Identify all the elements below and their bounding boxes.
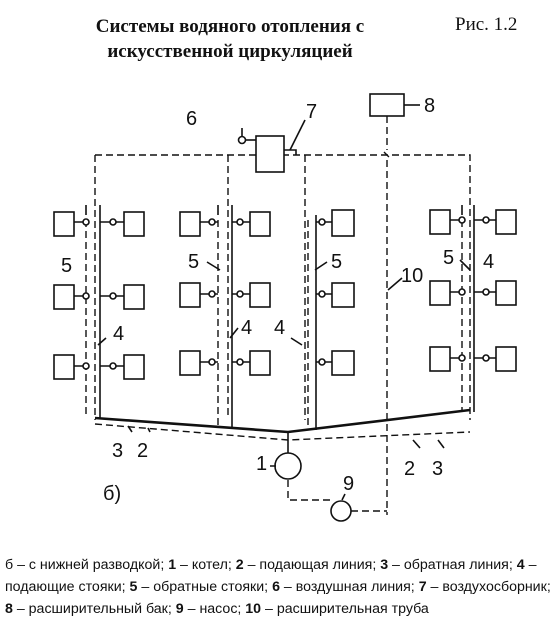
caption-segment: – расширительная труба	[261, 601, 429, 617]
expansion-pipe	[383, 116, 391, 515]
label-boiler: 1	[256, 453, 267, 475]
label-return-riser-3: 5	[331, 251, 342, 273]
label-air-line: 6	[186, 108, 197, 130]
boiler-return-pipe	[287, 480, 330, 501]
label-return-riser-4: 5	[443, 247, 454, 269]
caption-segment: – воздухосборник;	[426, 579, 551, 595]
label-supply-line-right: 2	[404, 458, 415, 480]
caption-segment: – расширительный бак;	[12, 601, 176, 617]
caption-segment: 1	[168, 557, 177, 573]
caption-segment: 8	[5, 601, 13, 617]
riser-group-4	[429, 205, 517, 412]
boiler-pump-leaders	[270, 465, 346, 501]
air-line	[95, 154, 471, 420]
leader-10	[387, 277, 403, 291]
label-return-line-right: 3	[432, 458, 443, 480]
diagram-title: Системы водяного отопления с искусственн…	[40, 14, 420, 64]
figure-number: Рис. 1.2	[455, 14, 518, 35]
caption-segment: – подающие стояки;	[5, 557, 537, 595]
label-expansion-pipe: 10	[401, 265, 423, 287]
main-leaders	[127, 425, 445, 449]
label-supply-riser-1: 4	[113, 323, 124, 345]
riser-leaders	[97, 259, 471, 346]
pump	[330, 500, 352, 522]
caption-segment: 3	[380, 557, 389, 573]
caption-segment: 2	[235, 557, 244, 573]
air-collector	[237, 128, 297, 173]
heating-system-diagram: 6 7 8 5 5 5 5 4 4 4 4 10 1 9 3 2 2 3 б)	[53, 93, 517, 522]
leader-7	[289, 119, 306, 151]
label-return-riser-2: 5	[188, 251, 199, 273]
riser-group-1	[53, 205, 145, 418]
label-supply-riser-4: 4	[483, 251, 494, 273]
caption-segment: 7	[418, 579, 427, 595]
title-line-1: Системы водяного отопления с	[95, 16, 365, 37]
label-supply-riser-3: 4	[274, 317, 285, 339]
caption-segment: б – с нижней разводкой;	[5, 557, 169, 573]
caption-segment: – насос;	[183, 601, 246, 617]
caption-segment: 5	[129, 579, 138, 595]
caption-segment: – котел;	[176, 557, 236, 573]
expansion-tank	[369, 93, 405, 117]
label-supply-line-left: 2	[137, 440, 148, 462]
label-pump: 9	[343, 473, 354, 495]
label-variant: б)	[103, 483, 121, 505]
label-air-collector: 7	[306, 101, 317, 123]
label-return-riser-1: 5	[61, 255, 72, 277]
caption-segment: – воздушная линия;	[279, 579, 419, 595]
caption-segment: – обратные стояки;	[137, 579, 273, 595]
figure-caption: б – с нижней разводкой; 1 – котел; 2 – п…	[5, 554, 553, 620]
caption-segment: 9	[175, 601, 184, 617]
label-expansion-tank: 8	[424, 95, 435, 117]
title-line-2: искусственной циркуляцией	[107, 41, 353, 62]
boiler	[274, 452, 302, 480]
label-supply-riser-2: 4	[241, 317, 252, 339]
riser-group-2	[179, 205, 271, 428]
caption-segment: 6	[272, 579, 280, 595]
caption-segment: 4	[516, 557, 525, 573]
label-return-line-left: 3	[112, 440, 123, 462]
riser-group-3	[307, 209, 355, 430]
caption-segment: – подающая линия;	[243, 557, 381, 573]
caption-segment: – обратная линия;	[388, 557, 517, 573]
caption-segment: 10	[245, 601, 262, 617]
